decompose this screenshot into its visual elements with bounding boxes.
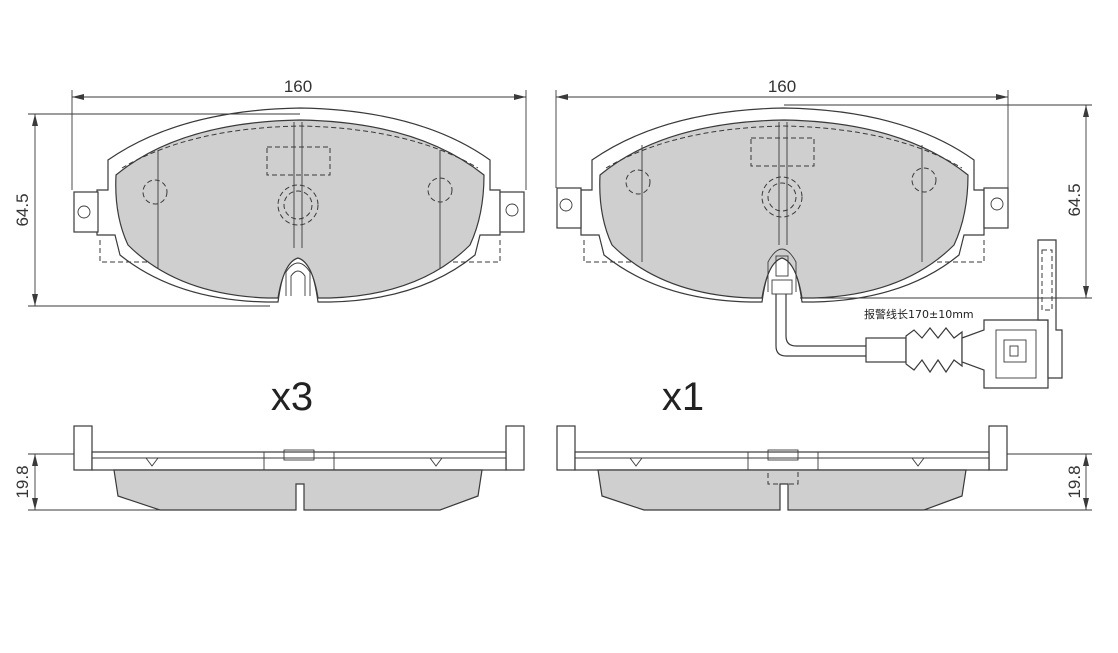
right-height-label: 64.5 <box>1065 183 1084 216</box>
right-thickness-dimension: 19.8 <box>924 453 1092 511</box>
right-pad-left-circle <box>625 169 651 195</box>
left-height-label: 64.5 <box>13 193 32 226</box>
right-side-friction-material <box>597 469 967 511</box>
right-width-dimension: 160 <box>555 77 1009 188</box>
left-pad-right-ear <box>499 191 525 233</box>
left-pad-side-view <box>73 425 525 511</box>
right-pad-right-ear <box>983 187 1009 229</box>
left-height-dimension: 64.5 <box>13 113 300 307</box>
right-quantity-label: x1 <box>662 375 704 419</box>
right-pad-friction-material <box>599 119 969 299</box>
left-pad-left-ear-hole <box>77 205 91 219</box>
right-side-backing-plate <box>574 451 990 471</box>
left-quantity-label: x3 <box>271 375 313 419</box>
right-pad-right-ear-hole <box>990 197 1004 211</box>
sensor-wire-label: 报警线长170±10mm <box>864 307 974 321</box>
left-thickness-dimension: 19.8 <box>13 453 160 511</box>
left-pad-right-ear-hole <box>505 203 519 217</box>
left-width-label: 160 <box>284 77 312 96</box>
left-side-friction-material <box>113 469 483 511</box>
sensor-bracket <box>1037 239 1063 379</box>
sensor-wire-sleeve <box>865 337 907 363</box>
left-width-dimension: 160 <box>71 77 527 190</box>
right-pad-front-view <box>556 107 1009 303</box>
sensor-housing <box>767 248 797 292</box>
sensor-connector <box>961 319 1049 389</box>
left-pad-friction-material <box>115 119 485 299</box>
left-pad-front-view <box>73 107 525 303</box>
right-pad-center-circle <box>761 176 803 218</box>
right-pad-shim-window <box>750 137 815 167</box>
left-pad-center-circle <box>277 184 319 226</box>
right-pad-side-view <box>556 425 1008 511</box>
left-pad-left-circle <box>142 179 168 205</box>
sensor-boot <box>905 327 963 374</box>
wear-sensor: 报警线长170±10mm <box>775 239 1063 389</box>
right-pad-left-ear-hole <box>559 198 573 212</box>
right-thickness-label: 19.8 <box>1065 465 1084 498</box>
left-side-left-tab <box>73 425 93 471</box>
right-side-left-tab <box>556 425 576 471</box>
left-pad-shim-window <box>266 146 331 176</box>
left-thickness-label: 19.8 <box>13 465 32 498</box>
right-width-label: 160 <box>768 77 796 96</box>
left-side-backing-plate <box>91 451 507 471</box>
left-pad-right-circle <box>427 177 453 203</box>
left-side-right-tab <box>505 425 525 471</box>
right-height-dimension: 64.5 <box>784 104 1092 299</box>
right-side-right-tab <box>988 425 1008 471</box>
right-pad-right-circle <box>911 167 937 193</box>
